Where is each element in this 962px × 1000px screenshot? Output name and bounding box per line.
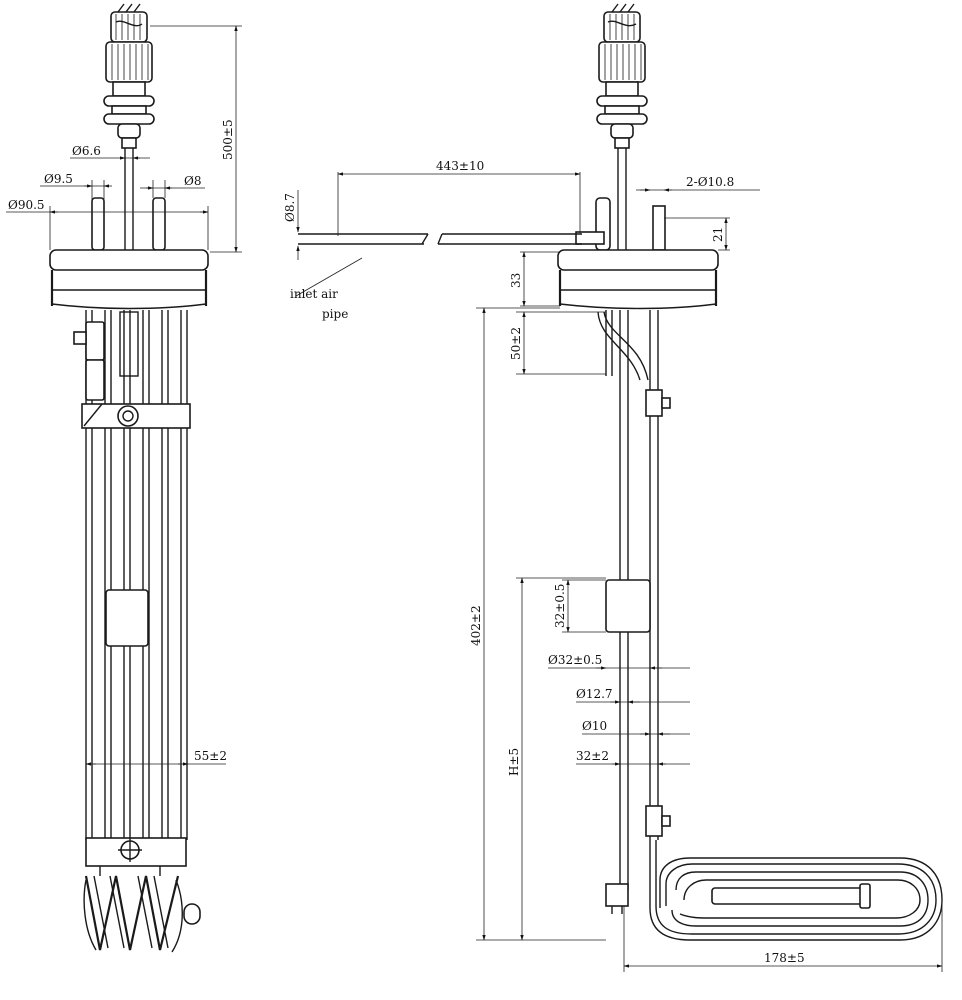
- dim-443-label: 443±10: [436, 159, 484, 173]
- cable-connector-left: [103, 3, 155, 149]
- element-tubes-right: [597, 310, 671, 890]
- left-view: [6, 3, 242, 953]
- dimension-lines-left: [6, 25, 242, 766]
- bracket-top-left: [81, 403, 191, 429]
- element-tubes-left: [85, 310, 188, 840]
- dim-d8-label: Ø8: [184, 174, 201, 188]
- dim-55-label: 55±2: [194, 749, 227, 763]
- dim-h-label: H±5: [507, 748, 521, 776]
- dimension-lines-right: [296, 172, 943, 972]
- dim-d66-label: Ø6.6: [72, 144, 101, 158]
- dim-d87-label: Ø8.7: [283, 193, 297, 222]
- inlet-air-label-line2: pipe: [322, 307, 348, 321]
- dim-32v-label: 32±0.5: [553, 584, 567, 628]
- dim-50-label: 50±2: [509, 327, 523, 360]
- dim-33-label: 33: [509, 273, 523, 288]
- dim-d95-label: Ø9.5: [44, 172, 73, 186]
- dim-d32-label: Ø32±0.5: [548, 653, 602, 667]
- dim-500-label: 500±5: [221, 119, 235, 160]
- thermostat-pocket-left: [105, 589, 149, 647]
- dim-d10-label: Ø10: [582, 719, 607, 733]
- dim-d127-label: Ø12.7: [576, 687, 613, 701]
- dim-178-label: 178±5: [764, 951, 805, 965]
- dim-32w-label: 32±2: [576, 749, 609, 763]
- inlet-air-pipe: [295, 233, 582, 297]
- thermostat-pocket-right: [605, 579, 651, 633]
- bracket-bottom-left: [85, 837, 187, 876]
- coil-bends-left: [83, 875, 201, 953]
- coil-loop-right: [605, 840, 943, 941]
- dim-2d108-label: 2-Ø10.8: [686, 175, 734, 189]
- dim-d905-label: Ø90.5: [8, 198, 45, 212]
- right-view: [295, 3, 943, 972]
- inlet-air-label-line1: inlet air: [290, 287, 338, 301]
- flange-right: [557, 249, 719, 310]
- dim-402-label: 402±2: [469, 605, 483, 646]
- cable-connector-right: [596, 3, 648, 149]
- flange-left: [49, 249, 209, 310]
- terminal-pins: [91, 197, 166, 251]
- dim-21-label: 21: [711, 227, 725, 242]
